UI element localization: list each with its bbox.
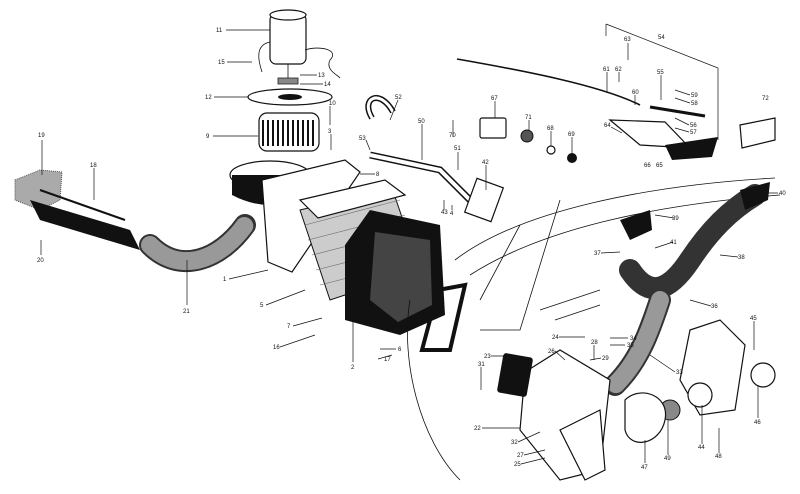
switch-nut <box>520 129 534 143</box>
side-blower-unit <box>624 319 776 443</box>
callout-67: 67 <box>491 96 498 102</box>
callout-39: 39 <box>672 216 679 222</box>
callout-16: 16 <box>273 345 280 351</box>
blower-fan <box>258 112 320 152</box>
callout-59: 59 <box>691 93 698 99</box>
callout-61: 61 <box>603 67 610 73</box>
callout-2: 2 <box>351 365 355 371</box>
callout-62: 62 <box>615 67 622 73</box>
callout-37: 37 <box>594 251 601 257</box>
switch-washer <box>546 145 556 155</box>
bracket-line <box>605 23 719 140</box>
motor-bracket <box>277 77 299 85</box>
vent-grille <box>497 353 533 397</box>
callout-40: 40 <box>779 191 786 197</box>
callout-55: 55 <box>657 70 664 76</box>
callout-66: 66 <box>644 163 651 169</box>
callout-36: 36 <box>711 304 718 310</box>
callout-22: 22 <box>474 426 481 432</box>
callout-54: 54 <box>658 35 665 41</box>
callout-5: 5 <box>260 303 264 309</box>
callout-28: 28 <box>591 340 598 346</box>
control-lever-assembly <box>608 105 718 160</box>
callout-42: 42 <box>482 160 489 166</box>
callout-14: 14 <box>324 82 331 88</box>
callout-60: 60 <box>632 90 639 96</box>
callout-70: 70 <box>449 133 456 139</box>
blower-switch <box>479 117 507 139</box>
callout-35: 35 <box>627 343 634 349</box>
air-intake-duct <box>14 169 256 272</box>
callout-29: 29 <box>602 356 609 362</box>
callout-8: 8 <box>376 172 380 178</box>
distribution-box <box>519 349 611 481</box>
callout-32: 32 <box>511 440 518 446</box>
callout-27: 27 <box>517 453 524 459</box>
callout-58: 58 <box>691 101 698 107</box>
callout-41: 41 <box>670 240 677 246</box>
callout-47: 47 <box>641 465 648 471</box>
callout-31: 31 <box>478 362 485 368</box>
callout-24: 24 <box>552 335 559 341</box>
callout-18: 18 <box>90 163 97 169</box>
outlet-gasket <box>419 282 468 352</box>
callout-15: 15 <box>218 60 225 66</box>
callout-3: 3 <box>328 129 332 135</box>
callout-21: 21 <box>183 309 190 315</box>
callout-23: 23 <box>484 354 491 360</box>
water-valve <box>463 177 505 223</box>
callout-33: 33 <box>676 370 683 376</box>
callout-72: 72 <box>762 96 769 102</box>
callout-19: 19 <box>38 133 45 139</box>
switch-knob <box>567 153 577 163</box>
callout-64: 64 <box>604 123 611 129</box>
callout-38: 38 <box>738 255 745 261</box>
callout-63: 63 <box>624 37 631 43</box>
callout-52: 52 <box>395 95 402 101</box>
callout-7: 7 <box>287 324 291 330</box>
callout-26: 26 <box>548 349 555 355</box>
callout-labels: 11 15 13 14 12 10 9 3 53 52 8 19 18 20 2… <box>37 28 786 471</box>
blower-motor <box>258 9 341 80</box>
callout-69: 69 <box>568 132 575 138</box>
callout-1: 1 <box>223 277 227 283</box>
callout-25: 25 <box>514 462 521 468</box>
callout-49: 49 <box>664 456 671 462</box>
control-cable <box>456 58 641 106</box>
callout-10: 10 <box>329 101 336 107</box>
callout-71: 71 <box>525 115 532 121</box>
callout-68: 68 <box>547 126 554 132</box>
callout-53: 53 <box>359 136 366 142</box>
callout-48: 48 <box>715 454 722 460</box>
callout-51: 51 <box>454 146 461 152</box>
y-duct-hoses <box>604 182 770 396</box>
callout-45: 45 <box>750 316 757 322</box>
callout-43: 43 <box>441 210 448 216</box>
callout-34: 34 <box>630 336 637 342</box>
callout-20: 20 <box>37 258 44 264</box>
callout-56: 56 <box>690 123 697 129</box>
callout-11: 11 <box>216 28 223 34</box>
trim-plate <box>739 117 776 149</box>
callout-17: 17 <box>384 357 391 363</box>
callout-46: 46 <box>754 420 761 426</box>
callout-12: 12 <box>205 95 212 101</box>
callout-57: 57 <box>690 130 697 136</box>
callout-65: 65 <box>656 163 663 169</box>
callout-6: 6 <box>398 347 402 353</box>
callout-50: 50 <box>418 119 425 125</box>
callout-4: 4 <box>450 211 454 217</box>
callout-13: 13 <box>318 73 325 79</box>
callout-44: 44 <box>698 445 705 451</box>
callout-9: 9 <box>206 134 210 140</box>
